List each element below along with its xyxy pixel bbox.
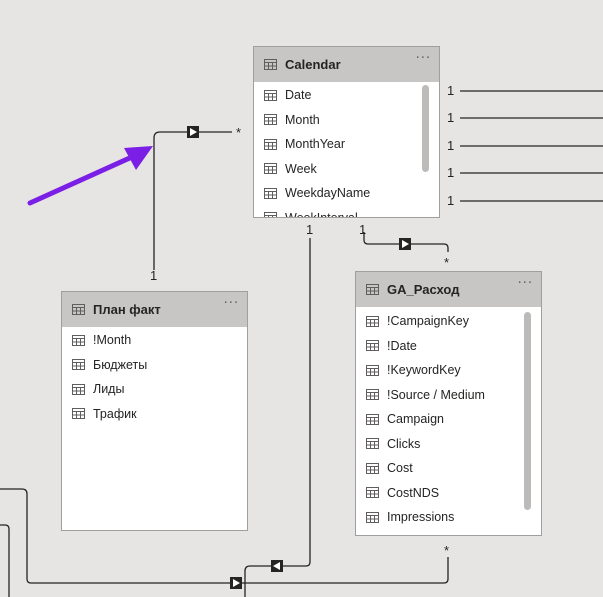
column-icon [366, 340, 379, 352]
cardinality-many: * [236, 125, 242, 140]
field-list: !CampaignKey !Date !KeywordKey !Source /… [356, 307, 541, 530]
table-card-calendar[interactable]: Calendar ··· Date Month MonthYear Week W… [253, 46, 440, 218]
column-icon [72, 383, 85, 395]
field-label: Бюджеты [93, 357, 148, 372]
field-label: !Source / Medium [387, 387, 485, 402]
table-field[interactable]: MonthYear [254, 132, 439, 157]
cardinality-many: * [444, 543, 450, 558]
relationship-calendar-bottom[interactable] [244, 238, 311, 597]
field-label: Week [285, 161, 317, 176]
table-field[interactable]: Cost [356, 456, 541, 481]
table-title: Calendar [285, 57, 341, 72]
field-label: Cost [387, 461, 413, 476]
table-field[interactable]: !Source / Medium [356, 383, 541, 408]
field-label: WeekdayName [285, 186, 371, 201]
column-icon [72, 334, 85, 346]
column-icon [366, 315, 379, 327]
column-icon [366, 462, 379, 474]
table-field[interactable]: Month [254, 108, 439, 133]
table-header[interactable]: Calendar ··· [254, 47, 439, 82]
field-label: MonthYear [285, 137, 345, 152]
column-icon [264, 163, 277, 175]
table-field[interactable]: !Month [62, 328, 247, 353]
table-field[interactable]: Impressions [356, 505, 541, 530]
column-icon [264, 89, 277, 101]
table-header[interactable]: План факт ··· [62, 292, 247, 327]
table-field[interactable]: !CampaignKey [356, 309, 541, 334]
scrollbar[interactable] [524, 312, 531, 510]
more-options-icon[interactable]: ··· [415, 51, 431, 66]
table-card-plan-fact[interactable]: План факт ··· !Month Бюджеты Лиды Трафик [61, 291, 248, 531]
field-label: Date [285, 88, 312, 103]
field-label: WeekInterval [285, 210, 358, 218]
column-icon [366, 438, 379, 450]
column-icon [72, 408, 85, 420]
table-field[interactable]: Бюджеты [62, 353, 247, 378]
field-label: !KeywordKey [387, 363, 461, 378]
table-icon [264, 59, 277, 70]
table-field[interactable]: WeekdayName [254, 181, 439, 206]
cardinality-one: 1 [447, 83, 455, 98]
table-field[interactable]: !KeywordKey [356, 358, 541, 383]
column-icon [264, 212, 277, 217]
more-options-icon[interactable]: ··· [517, 276, 533, 291]
cardinality-one: 1 [447, 110, 455, 125]
column-icon [264, 138, 277, 150]
field-label: Impressions [387, 510, 455, 525]
column-icon [72, 359, 85, 371]
field-label: Campaign [387, 412, 444, 427]
table-field[interactable]: CostNDS [356, 481, 541, 506]
more-options-icon[interactable]: ··· [223, 296, 239, 311]
relationship-left-2[interactable] [0, 524, 10, 597]
column-icon [366, 389, 379, 401]
column-icon [264, 114, 277, 126]
scrollbar[interactable] [422, 85, 429, 172]
table-title: GA_Расход [387, 282, 460, 297]
field-label: Clicks [387, 436, 421, 451]
relationship-calendar-plan[interactable] [153, 131, 232, 270]
column-icon [366, 511, 379, 523]
cardinality-one: 1 [306, 222, 314, 237]
annotation-arrow [27, 154, 135, 206]
table-field[interactable]: WeekInterval [254, 206, 439, 218]
column-icon [264, 187, 277, 199]
field-list: Date Month MonthYear Week WeekdayName We… [254, 82, 439, 218]
table-field[interactable]: Campaign [356, 407, 541, 432]
table-field[interactable]: !Date [356, 334, 541, 359]
table-field[interactable]: Трафик [62, 402, 247, 427]
field-label: Month [285, 112, 320, 127]
cardinality-one: 1 [150, 268, 158, 283]
table-icon [366, 284, 379, 295]
field-label: CostNDS [387, 485, 440, 500]
field-label: Трафик [93, 406, 137, 421]
table-field[interactable]: Лиды [62, 377, 247, 402]
cardinality-one: 1 [447, 193, 455, 208]
field-label: Лиды [93, 382, 125, 397]
cardinality-one: 1 [447, 165, 455, 180]
cardinality-many: * [444, 255, 450, 270]
annotation-arrow-head [124, 146, 153, 170]
cardinality-one: 1 [447, 138, 455, 153]
table-icon [72, 304, 85, 315]
column-icon [366, 364, 379, 376]
relationship-left-ga[interactable] [0, 488, 449, 584]
table-field[interactable]: Clicks [356, 432, 541, 457]
cardinality-one: 1 [359, 222, 367, 237]
column-icon [366, 487, 379, 499]
column-icon [366, 413, 379, 425]
table-field[interactable]: Date [254, 83, 439, 108]
table-title: План факт [93, 302, 161, 317]
table-field[interactable]: Week [254, 157, 439, 182]
field-label: !Date [387, 338, 417, 353]
field-label: !Month [93, 333, 132, 348]
table-header[interactable]: GA_Расход ··· [356, 272, 541, 307]
field-list: !Month Бюджеты Лиды Трафик [62, 327, 247, 426]
field-label: !CampaignKey [387, 314, 469, 329]
table-card-ga-expense[interactable]: GA_Расход ··· !CampaignKey !Date !Keywor… [355, 271, 542, 536]
